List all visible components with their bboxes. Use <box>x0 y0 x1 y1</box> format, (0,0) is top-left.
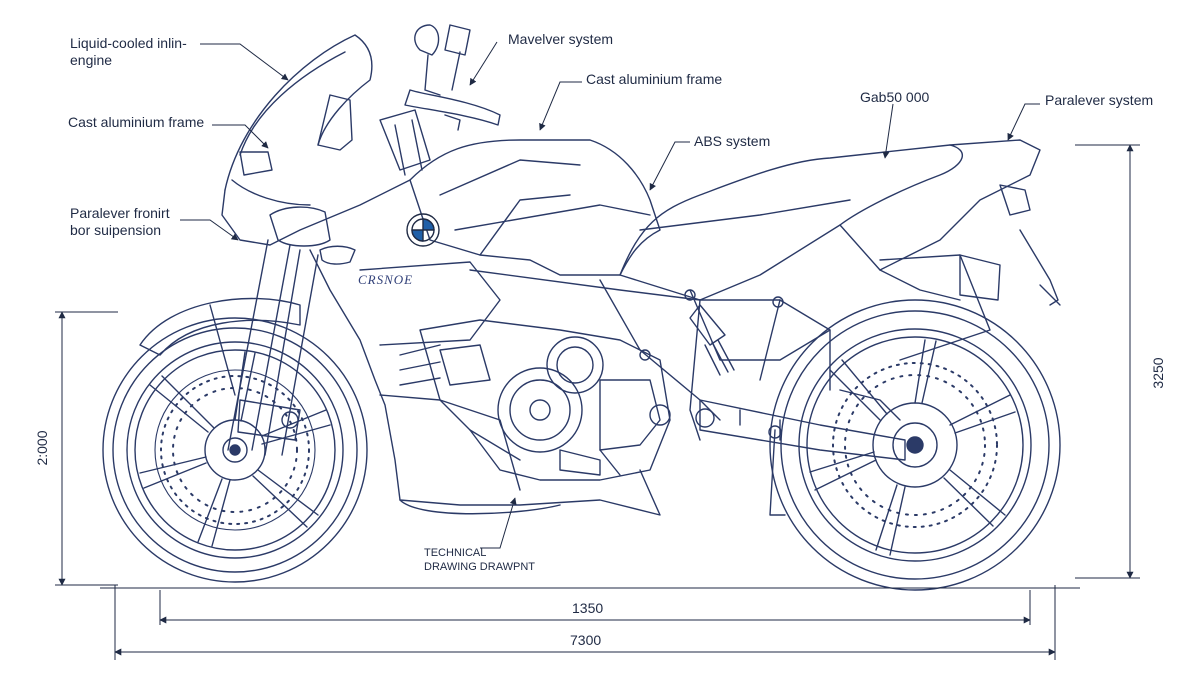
label-technical-drawing: TECHNICAL DRAWING DRAWPNT <box>424 546 535 574</box>
rear-wheel <box>769 299 1061 591</box>
label-gab: Gab50 000 <box>860 89 930 105</box>
label-liquid-cooled-line2: engine <box>70 52 113 68</box>
label-paralever-front-line2: bor suipension <box>70 222 162 238</box>
label-technical-line2: DRAWING DRAWPNT <box>424 561 536 573</box>
label-paralever-front-line1: Paralever fronirt <box>70 205 170 221</box>
dimension-height-front: 2:000 <box>34 430 50 466</box>
label-paralever-front: Paralever fronirt bor suipension <box>70 205 170 239</box>
front-wheel <box>102 317 368 583</box>
label-liquid-cooled-line1: Liquid-cooled inlin- <box>70 35 187 51</box>
dimension-wheelbase: 1350 <box>572 600 604 616</box>
label-abs-system: ABS system <box>694 133 771 149</box>
dimension-height-rear: 3250 <box>1150 357 1166 389</box>
label-cast-frame-left: Cast aluminium frame <box>68 114 205 130</box>
dimension-overall-length: 7300 <box>570 632 602 648</box>
label-cast-frame-top: Cast aluminium frame <box>586 71 723 87</box>
engine-block <box>399 319 671 481</box>
label-mavelver-system: Mavelver system <box>508 31 614 47</box>
label-liquid-cooled: Liquid-cooled inlin- engine <box>70 35 187 69</box>
fairing-model-text: CRSNOE <box>358 272 414 287</box>
label-paralever-rear: Paralever system <box>1045 92 1154 108</box>
brand-logo <box>406 213 440 247</box>
label-technical-line1: TECHNICAL <box>424 547 487 559</box>
